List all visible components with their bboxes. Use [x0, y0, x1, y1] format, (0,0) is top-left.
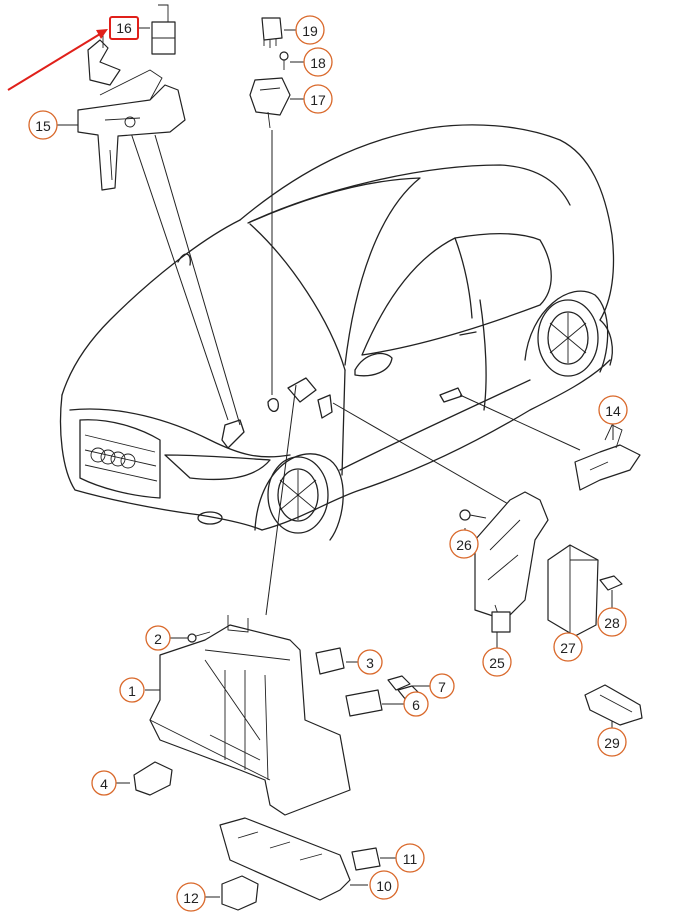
- callout-1: 1: [119, 677, 145, 703]
- part-25-bracket: [474, 491, 549, 633]
- callout-27: 27: [553, 632, 583, 662]
- callout-17-label: 17: [310, 92, 326, 108]
- part-18-screw: [279, 51, 289, 70]
- callout-19: 19: [295, 15, 325, 45]
- car-outline: [59, 124, 615, 541]
- callout-14: 14: [598, 395, 628, 425]
- callout-15-label: 15: [35, 118, 51, 134]
- callout-2: 2: [145, 625, 171, 651]
- callout-10-label: 10: [376, 878, 392, 894]
- part-26-bolt: [459, 509, 487, 521]
- part-17-relay: [249, 77, 291, 129]
- callout-2-label: 2: [154, 631, 162, 647]
- callout-29-label: 29: [604, 735, 620, 751]
- callout-1-label: 1: [128, 683, 136, 699]
- highlighted-callout-16: 16: [109, 16, 139, 40]
- callout-27-label: 27: [560, 640, 576, 656]
- callout-7: 7: [429, 673, 455, 699]
- callout-14-label: 14: [605, 403, 621, 419]
- callout-25-label: 25: [489, 655, 505, 671]
- callout-6-label: 6: [412, 697, 420, 713]
- callout-4-label: 4: [100, 776, 108, 792]
- part-7-fuse: [387, 675, 421, 701]
- part-6-connector: [345, 689, 383, 717]
- part-10-carrier: [219, 817, 351, 901]
- part-4-connector: [133, 761, 173, 796]
- callout-28-label: 28: [604, 615, 620, 631]
- part-12-connector: [221, 875, 259, 911]
- callout-25: 25: [482, 647, 512, 677]
- part-2-screw: [187, 631, 211, 643]
- part-16-fuse: [87, 4, 176, 86]
- callout-12: 12: [176, 882, 206, 912]
- callout-26: 26: [449, 529, 479, 559]
- highlighted-callout-16-label: 16: [116, 20, 132, 36]
- callout-29: 29: [597, 727, 627, 757]
- callout-11-label: 11: [403, 851, 418, 867]
- part-11-relay: [351, 847, 381, 871]
- callout-6: 6: [403, 691, 429, 717]
- callout-7-label: 7: [438, 679, 446, 695]
- part-1-fuse-box: [149, 615, 351, 816]
- callout-18-label: 18: [310, 55, 326, 71]
- callout-19-label: 19: [302, 23, 318, 39]
- part-19-relay: [261, 17, 283, 48]
- callout-3: 3: [357, 649, 383, 675]
- callout-10: 10: [369, 870, 399, 900]
- callout-11: 11: [395, 843, 425, 873]
- callout-12-label: 12: [183, 890, 199, 906]
- callout-15: 15: [28, 110, 58, 140]
- part-28-fuse: [599, 575, 623, 591]
- callout-17: 17: [303, 84, 333, 114]
- callout-18: 18: [303, 47, 333, 77]
- part-14-lock: [574, 424, 641, 491]
- red-pointer-arrow: [7, 29, 108, 91]
- callout-28: 28: [597, 607, 627, 637]
- callout-26-label: 26: [456, 537, 472, 553]
- callout-4: 4: [91, 770, 117, 796]
- part-3-relay: [315, 647, 345, 675]
- part-27-control-unit: [547, 544, 599, 637]
- part-15-bracket: [77, 69, 186, 191]
- callout-3-label: 3: [366, 655, 374, 671]
- part-29-module: [584, 684, 643, 726]
